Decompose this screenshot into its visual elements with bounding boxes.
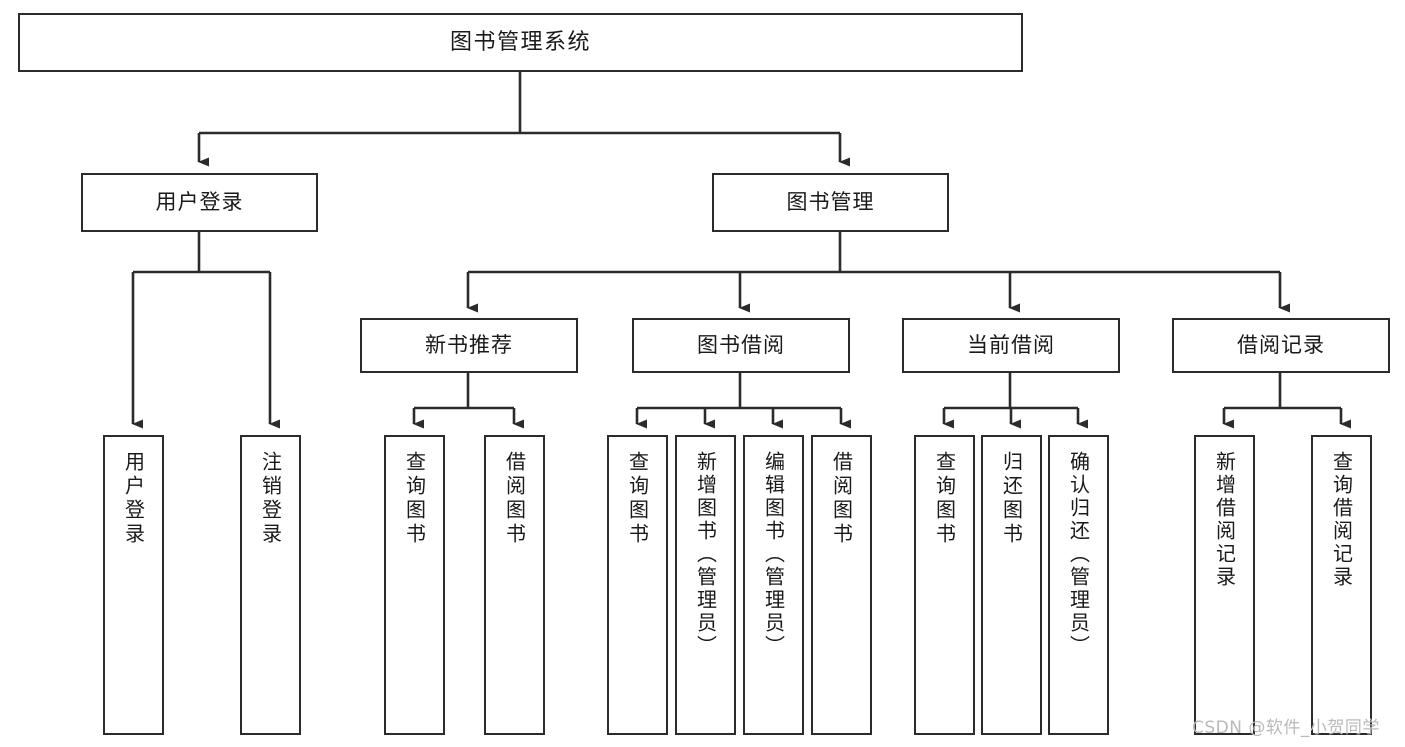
node-leaf-edit-book[interactable]: 编辑图书（管理员） (743, 435, 804, 735)
node-current-borrow-label: 当前借阅 (967, 333, 1055, 358)
node-borrow-record-label: 借阅记录 (1237, 333, 1325, 358)
node-root-label: 图书管理系统 (449, 29, 591, 55)
node-leaf-query-book-3-label: 查询图书 (932, 451, 957, 547)
node-book-management-label: 图书管理 (786, 190, 875, 215)
node-leaf-query-record[interactable]: 查询借阅记录 (1311, 435, 1372, 735)
node-leaf-return-book-label: 归还图书 (999, 451, 1024, 547)
node-leaf-query-book-2-label: 查询图书 (625, 451, 650, 547)
node-current-borrow[interactable]: 当前借阅 (902, 318, 1120, 373)
node-leaf-query-book-3[interactable]: 查询图书 (914, 435, 975, 735)
node-root-system[interactable]: 图书管理系统 (18, 13, 1023, 72)
node-leaf-add-book[interactable]: 新增图书（管理员） (675, 435, 736, 735)
node-leaf-query-record-label: 查询借阅记录 (1329, 451, 1354, 589)
node-leaf-confirm-return-label: 确认归还（管理员） (1066, 451, 1091, 658)
node-leaf-logout-login[interactable]: 注销登录 (240, 435, 301, 735)
csdn-watermark: CSDN @软件_小贺同学 (1192, 718, 1380, 738)
node-leaf-add-record-label: 新增借阅记录 (1212, 451, 1237, 589)
node-leaf-borrow-book-2-label: 借阅图书 (829, 451, 854, 547)
node-user-login[interactable]: 用户登录 (81, 173, 318, 232)
node-leaf-query-book-1[interactable]: 查询图书 (384, 435, 445, 735)
node-leaf-edit-book-label: 编辑图书（管理员） (761, 451, 786, 658)
node-leaf-borrow-book-1-label: 借阅图书 (502, 451, 527, 547)
node-leaf-return-book[interactable]: 归还图书 (981, 435, 1042, 735)
node-user-login-label: 用户登录 (155, 190, 244, 215)
node-leaf-confirm-return[interactable]: 确认归还（管理员） (1048, 435, 1109, 735)
node-new-book-recommend-label: 新书推荐 (425, 333, 513, 358)
node-leaf-query-book-1-label: 查询图书 (402, 451, 427, 547)
node-leaf-add-record[interactable]: 新增借阅记录 (1194, 435, 1255, 735)
node-new-book-recommend[interactable]: 新书推荐 (360, 318, 578, 373)
node-book-management[interactable]: 图书管理 (712, 173, 949, 232)
node-leaf-query-book-2[interactable]: 查询图书 (607, 435, 668, 735)
node-leaf-borrow-book-1[interactable]: 借阅图书 (484, 435, 545, 735)
node-leaf-user-login[interactable]: 用户登录 (103, 435, 164, 735)
node-book-borrow[interactable]: 图书借阅 (632, 318, 850, 373)
node-leaf-logout-login-label: 注销登录 (258, 451, 283, 547)
node-borrow-record[interactable]: 借阅记录 (1172, 318, 1390, 373)
node-leaf-user-login-label: 用户登录 (121, 451, 146, 547)
node-leaf-borrow-book-2[interactable]: 借阅图书 (811, 435, 872, 735)
node-book-borrow-label: 图书借阅 (697, 333, 785, 358)
node-leaf-add-book-label: 新增图书（管理员） (693, 451, 718, 658)
